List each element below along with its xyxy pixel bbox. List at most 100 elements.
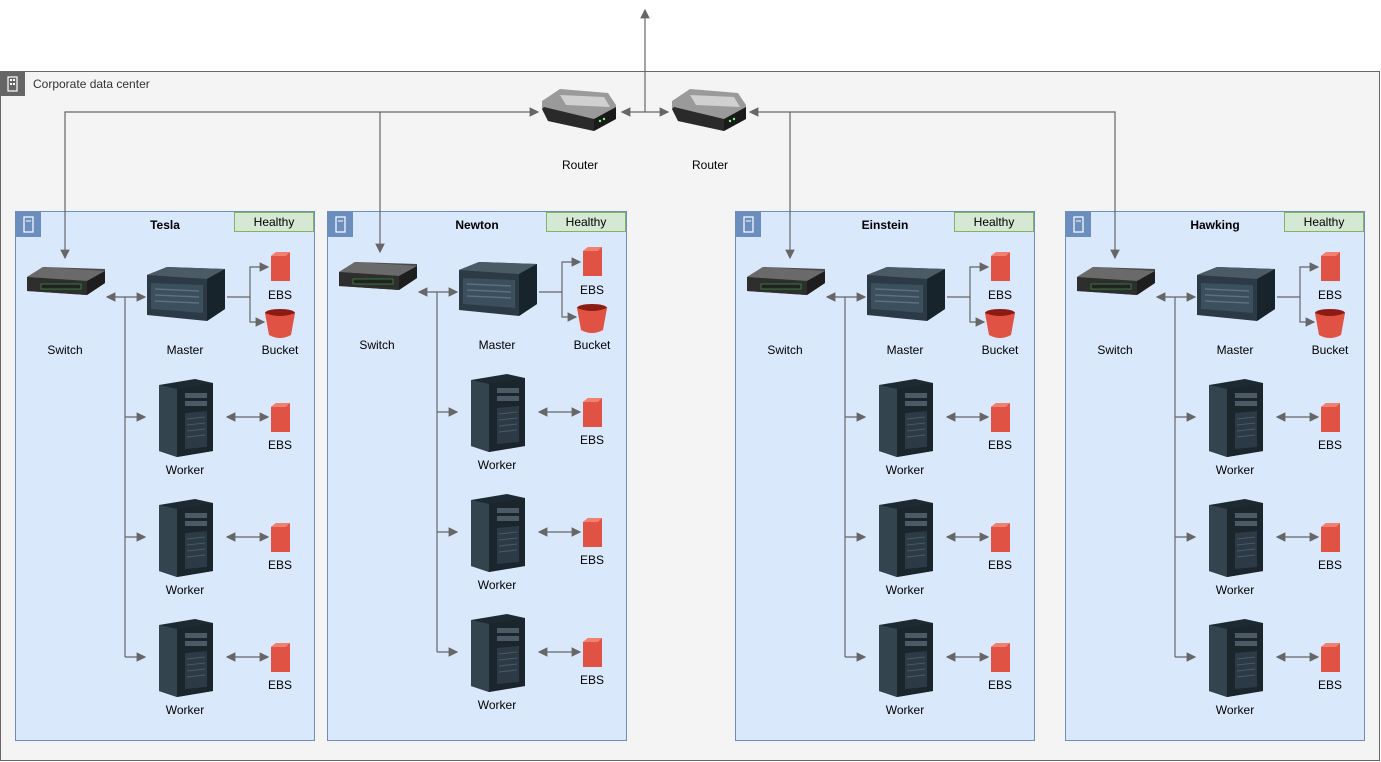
- master-label: Master: [166, 343, 204, 357]
- ebs-volume-icon: [991, 403, 1010, 432]
- ebs-volume-icon: [583, 518, 602, 547]
- switch-icon: [747, 267, 825, 295]
- worker-label: Worker: [477, 458, 517, 472]
- server-rack-icon: [16, 212, 41, 237]
- switch-label: Switch: [47, 343, 83, 357]
- worker-server-icon: [1209, 379, 1263, 457]
- wire-router-hawking: [748, 107, 1120, 260]
- worker-ebs-label: EBS: [579, 433, 604, 447]
- master-label: Master: [886, 343, 924, 357]
- worker-ebs-label: EBS: [987, 438, 1012, 452]
- ebs-volume-icon: [1321, 403, 1340, 432]
- worker-label: Worker: [477, 698, 517, 712]
- worker-ebs-label: EBS: [987, 678, 1012, 692]
- ebs-volume-icon: [583, 638, 602, 667]
- worker-server-icon: [1209, 619, 1263, 697]
- worker-label: Worker: [165, 463, 205, 477]
- ebs-volume-icon: [583, 398, 602, 427]
- ebs-volume-icon: [271, 252, 290, 281]
- worker-ebs-label: EBS: [1317, 558, 1342, 572]
- worker-server-icon: [1209, 499, 1263, 577]
- status-badge: Healthy: [1284, 212, 1364, 232]
- worker-ebs-label: EBS: [1317, 438, 1342, 452]
- worker-label: Worker: [165, 583, 205, 597]
- master-server-icon: [867, 267, 945, 321]
- s3-bucket-icon: [1315, 309, 1345, 338]
- wire-master-bucket: [969, 297, 986, 327]
- router-1-icon: [542, 89, 616, 131]
- wire-master-ebs: [249, 262, 270, 297]
- switch-label: Switch: [359, 338, 395, 352]
- master-server-icon: [459, 262, 537, 316]
- wire-router-tesla: [60, 107, 540, 260]
- switch-icon: [339, 262, 417, 290]
- worker-server-icon: [879, 619, 933, 697]
- building-icon: [0, 71, 25, 96]
- ebs-volume-icon: [1321, 643, 1340, 672]
- worker-label: Worker: [885, 703, 925, 717]
- worker-server-icon: [471, 614, 525, 692]
- s3-bucket-icon: [265, 309, 295, 338]
- wire-master-bucket: [249, 297, 266, 327]
- worker-ebs-label: EBS: [1317, 678, 1342, 692]
- s3-bucket-icon: [985, 309, 1015, 338]
- bucket-label: Bucket: [1311, 343, 1349, 357]
- datacenter-label: Corporate data center: [33, 77, 150, 91]
- ebs-label: EBS: [267, 288, 292, 302]
- bucket-label: Bucket: [981, 343, 1019, 357]
- worker-label: Worker: [885, 583, 925, 597]
- master-server-icon: [147, 267, 225, 321]
- status-badge: Healthy: [546, 212, 626, 232]
- wire-master-ebs: [561, 257, 582, 292]
- wire-master-ebs: [969, 262, 990, 297]
- worker-ebs-label: EBS: [267, 558, 292, 572]
- switch-icon: [27, 267, 105, 295]
- s3-bucket-icon: [577, 304, 607, 333]
- ebs-volume-icon: [583, 247, 602, 276]
- wire-master-bucket: [561, 292, 578, 322]
- switch-icon: [1077, 267, 1155, 295]
- worker-label: Worker: [1215, 463, 1255, 477]
- worker-label: Worker: [1215, 583, 1255, 597]
- master-server-icon: [1197, 267, 1275, 321]
- router-2-label: Router: [691, 158, 729, 172]
- worker-ebs-label: EBS: [987, 558, 1012, 572]
- master-label: Master: [478, 338, 516, 352]
- ebs-volume-icon: [271, 643, 290, 672]
- worker-server-icon: [159, 499, 213, 577]
- worker-label: Worker: [885, 463, 925, 477]
- ebs-label: EBS: [1317, 288, 1342, 302]
- master-label: Master: [1216, 343, 1254, 357]
- ebs-volume-icon: [1321, 252, 1340, 281]
- wire-master-bucket: [1299, 297, 1316, 327]
- bucket-label: Bucket: [261, 343, 299, 357]
- worker-server-icon: [879, 379, 933, 457]
- ebs-volume-icon: [271, 523, 290, 552]
- worker-label: Worker: [477, 578, 517, 592]
- worker-ebs-label: EBS: [579, 673, 604, 687]
- ebs-volume-icon: [991, 643, 1010, 672]
- worker-server-icon: [879, 499, 933, 577]
- worker-ebs-label: EBS: [267, 438, 292, 452]
- ebs-volume-icon: [271, 403, 290, 432]
- worker-server-icon: [159, 619, 213, 697]
- ebs-label: EBS: [987, 288, 1012, 302]
- worker-server-icon: [471, 374, 525, 452]
- ebs-volume-icon: [991, 523, 1010, 552]
- worker-ebs-label: EBS: [267, 678, 292, 692]
- worker-label: Worker: [1215, 703, 1255, 717]
- cluster-title: Hawking: [1190, 218, 1240, 232]
- bucket-label: Bucket: [573, 338, 611, 352]
- switch-label: Switch: [767, 343, 803, 357]
- worker-label: Worker: [165, 703, 205, 717]
- router-1-label: Router: [561, 158, 599, 172]
- worker-server-icon: [471, 494, 525, 572]
- ebs-volume-icon: [1321, 523, 1340, 552]
- worker-server-icon: [159, 379, 213, 457]
- ebs-volume-icon: [991, 252, 1010, 281]
- ebs-label: EBS: [579, 283, 604, 297]
- switch-label: Switch: [1097, 343, 1133, 357]
- worker-ebs-label: EBS: [579, 553, 604, 567]
- wire-master-ebs: [1299, 262, 1320, 297]
